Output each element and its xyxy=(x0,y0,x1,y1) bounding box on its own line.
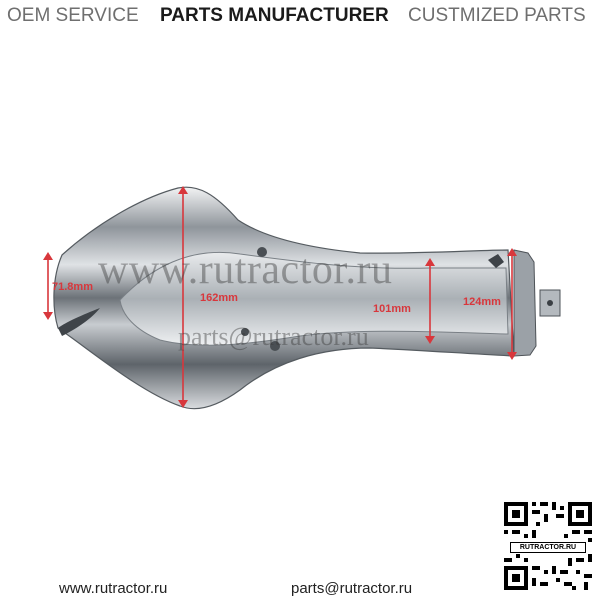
dimension-lines xyxy=(43,186,517,408)
footer-website-link[interactable]: www.rutractor.ru xyxy=(59,580,168,597)
dimension-label-71-8mm: 71.8mm xyxy=(52,281,93,293)
fuel-tank-shell xyxy=(53,186,561,410)
qr-code: RUTRACTOR.RU xyxy=(502,500,594,592)
footer-email-link[interactable]: parts@rutractor.ru xyxy=(291,580,413,597)
dimension-label-124mm: 124mm xyxy=(463,296,501,308)
header-customized-parts: CUSTMIZED PARTS xyxy=(408,5,586,26)
watermark-website: www.rutractor.ru xyxy=(98,247,393,293)
watermark-email: parts@rutractor.ru xyxy=(178,322,369,351)
dimension-label-101mm: 101mm xyxy=(373,303,411,315)
dimension-label-162mm: 162mm xyxy=(200,292,238,304)
header-bar: OEM SERVICE PARTS MANUFACTURER CUSTMIZED… xyxy=(0,0,600,32)
qr-code-label: RUTRACTOR.RU xyxy=(510,542,586,553)
product-part-image xyxy=(43,186,561,410)
product-photo: 71.8mm 162mm 101mm 124mm xyxy=(0,150,600,440)
header-oem-service: OEM SERVICE xyxy=(7,5,139,26)
header-parts-manufacturer: PARTS MANUFACTURER xyxy=(160,5,389,26)
